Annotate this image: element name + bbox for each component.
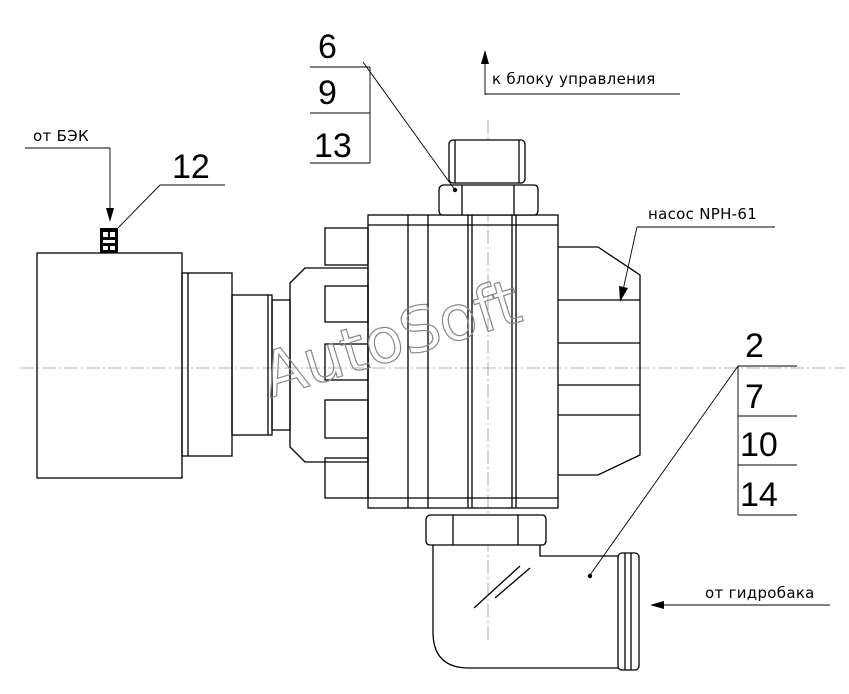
callout-right-stack-item-2: 7 [745, 378, 764, 416]
callout-top-stack-item-1: 6 [318, 28, 337, 66]
electric-motor [36, 252, 291, 479]
label-pump: насос NPH-61 [648, 205, 757, 223]
callout-right-stack-item-4: 14 [740, 476, 778, 514]
top-fitting [438, 139, 539, 216]
callout-top-stack-item-3: 13 [314, 127, 352, 165]
connector-12 [100, 228, 118, 253]
callout-top-stack-item-2: 9 [318, 74, 337, 112]
bottom-elbow [425, 514, 640, 671]
pump-rear-cover [558, 246, 641, 476]
callout-right-stack-item-1: 2 [745, 327, 764, 365]
callout-top-stack-leader [310, 61, 458, 193]
label-from-bek: от БЭК [33, 127, 89, 145]
callout-12-number: 12 [172, 148, 210, 186]
leader-from-tank [650, 601, 830, 609]
callout-right-stack-item-3: 10 [740, 426, 778, 464]
callout-right-stack-leader [587, 365, 797, 579]
leader-to-control-unit [481, 50, 680, 95]
label-from-tank: от гидробака [705, 584, 815, 602]
leader-pump [619, 226, 775, 302]
pump-body [367, 214, 559, 509]
label-to-control-unit: к блоку управления [492, 70, 656, 88]
callout-12-leader [117, 184, 225, 229]
leader-from-bek [25, 147, 114, 222]
